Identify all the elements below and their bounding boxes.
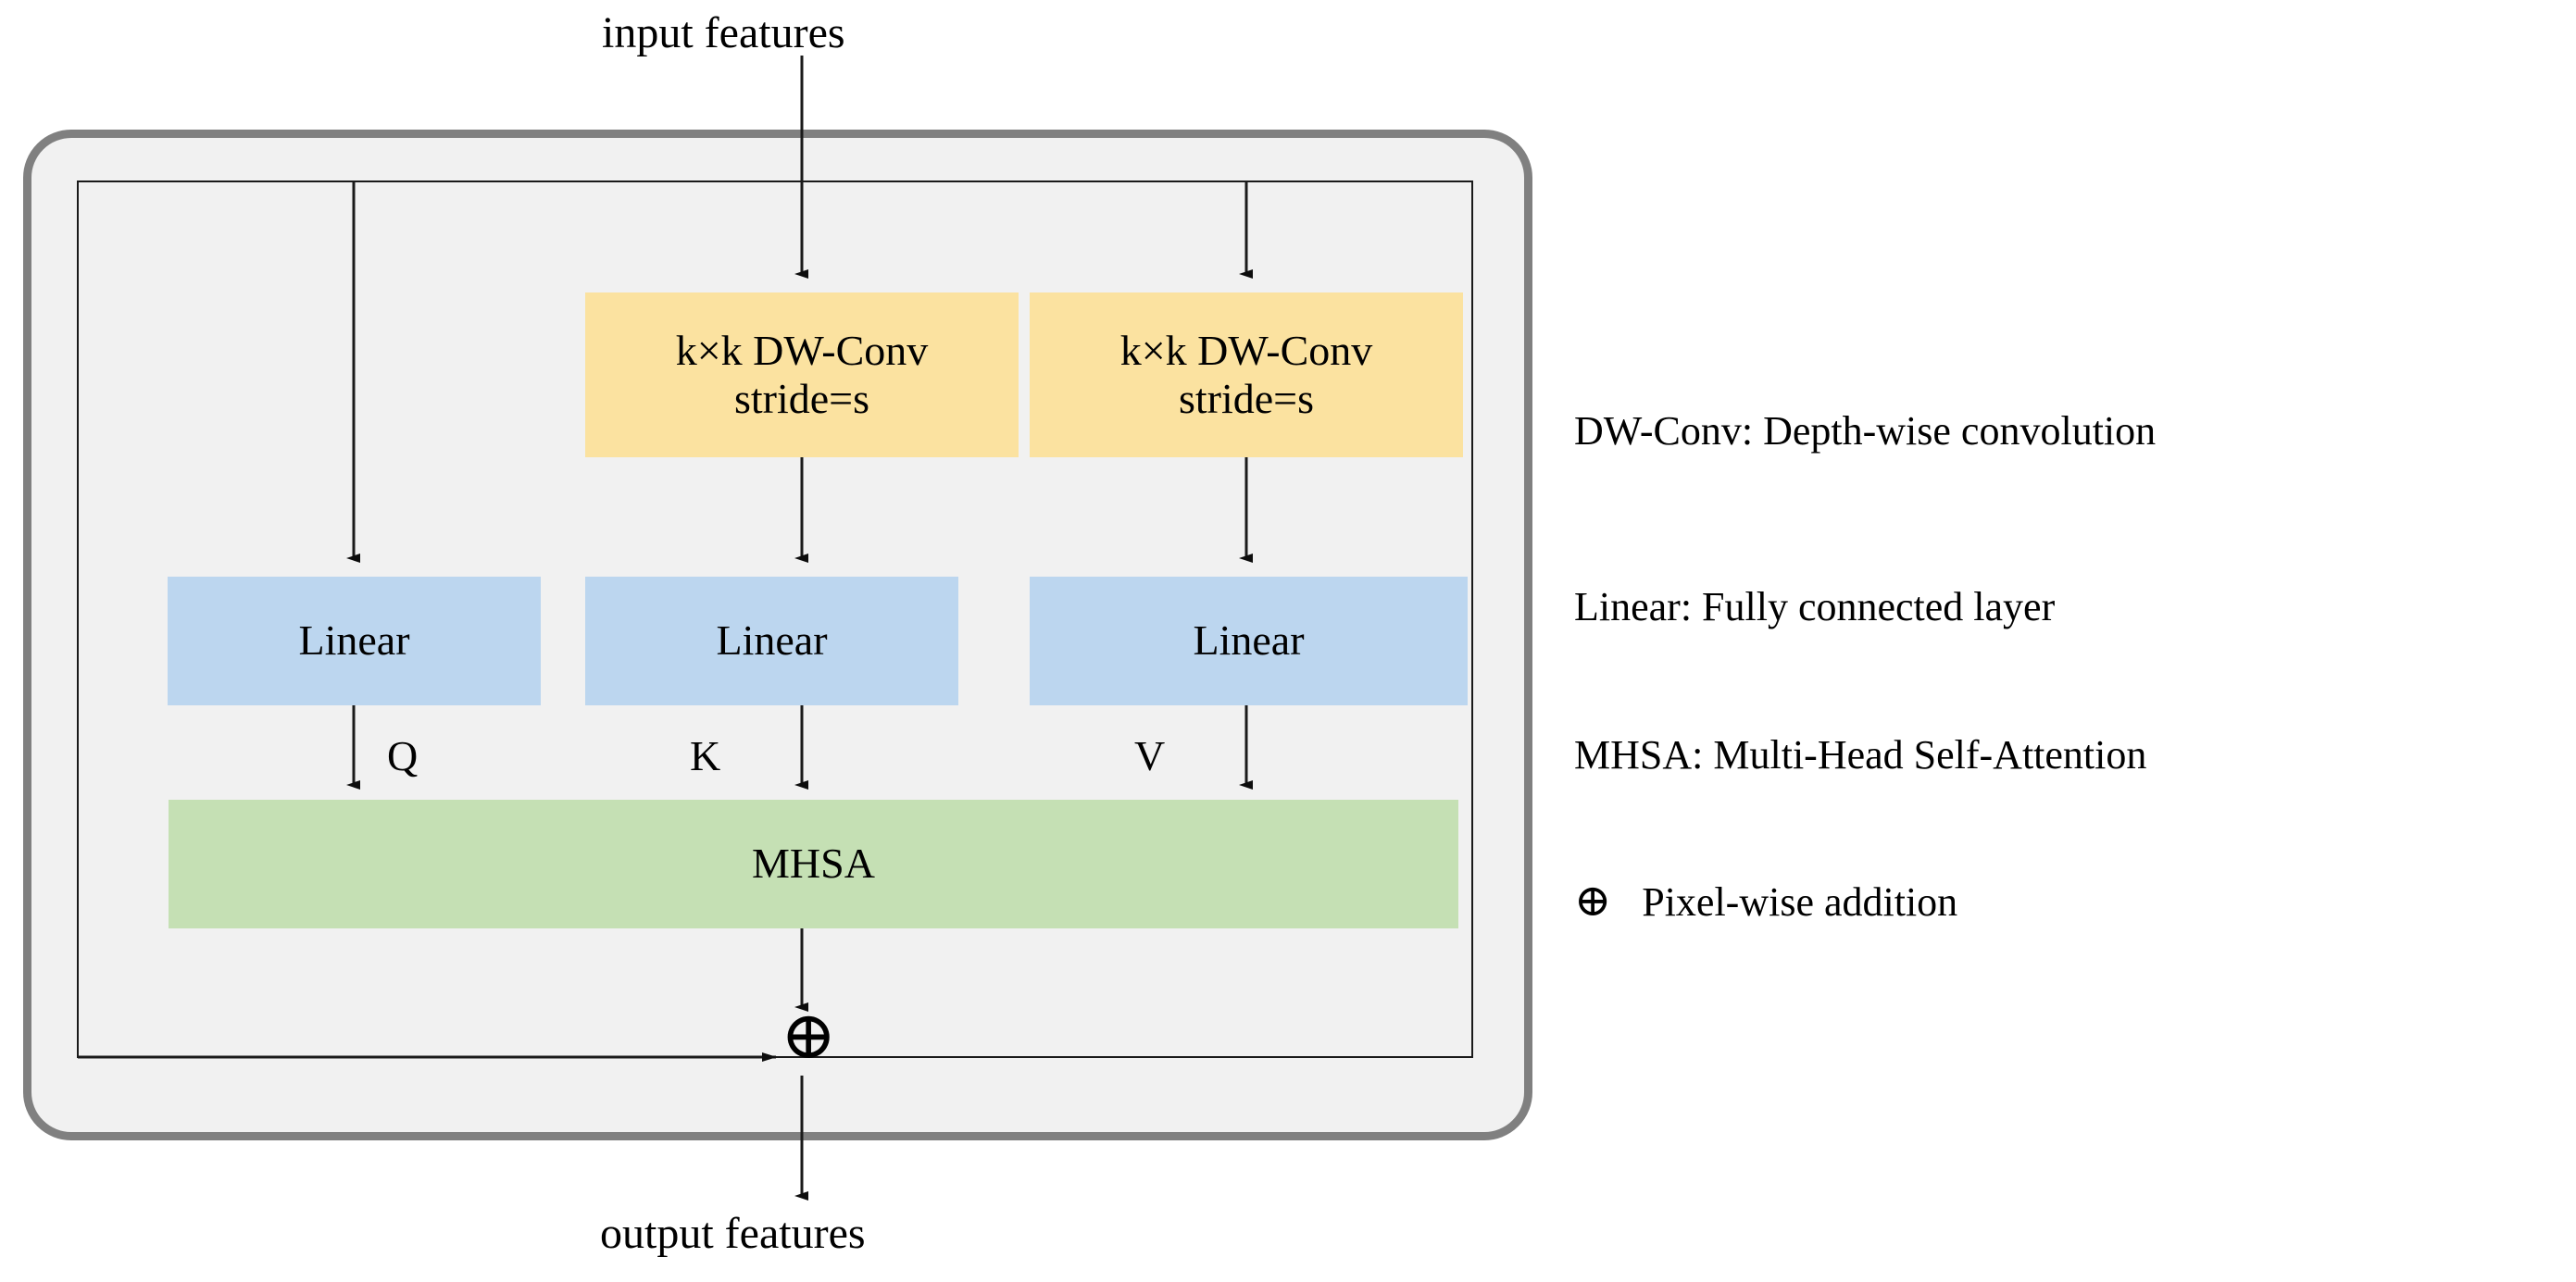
legend-linear-text: Linear: Fully connected layer [1574,584,2056,629]
input-features-label: input features [602,8,845,57]
dwconv-left-block: k×k DW-Conv stride=s [585,292,1019,457]
linear-v-block: Linear [1030,577,1468,705]
legend-mhsa-text: MHSA: Multi-Head Self-Attention [1574,732,2147,778]
dwconv-left-line2: stride=s [733,375,870,422]
connector-lines [78,56,1253,1201]
pixel-wise-addition-symbol: ⊕ [781,999,837,1073]
edge-label-k: K [690,732,721,779]
dwconv-right-block: k×k DW-Conv stride=s [1030,292,1463,457]
edge-label-v: V [1134,732,1166,779]
dwconv-right-line2: stride=s [1178,375,1315,422]
dwconv-right-line1: k×k DW-Conv [1119,326,1373,374]
linear-k-block: Linear [585,577,958,705]
linear-q-block: Linear [168,577,541,705]
legend-plus-icon: ⊕ [1574,877,1612,926]
legend-item-linear: Linear: Fully connected layer [1574,583,2055,630]
dwconv-left-line1: k×k DW-Conv [675,326,929,374]
legend-dwconv-text: DW-Conv: Depth-wise convolution [1574,408,2157,454]
legend-item-dwconv: DW-Conv: Depth-wise convolution [1574,407,2156,454]
edge-label-q: Q [387,732,419,779]
output-features-label: output features [600,1209,866,1258]
legend-addition-text: Pixel-wise addition [1642,879,1958,925]
mhsa-block: MHSA [169,800,1458,928]
legend-item-addition: ⊕ Pixel-wise addition [1574,875,1957,927]
legend-item-mhsa: MHSA: Multi-Head Self-Attention [1574,731,2146,778]
